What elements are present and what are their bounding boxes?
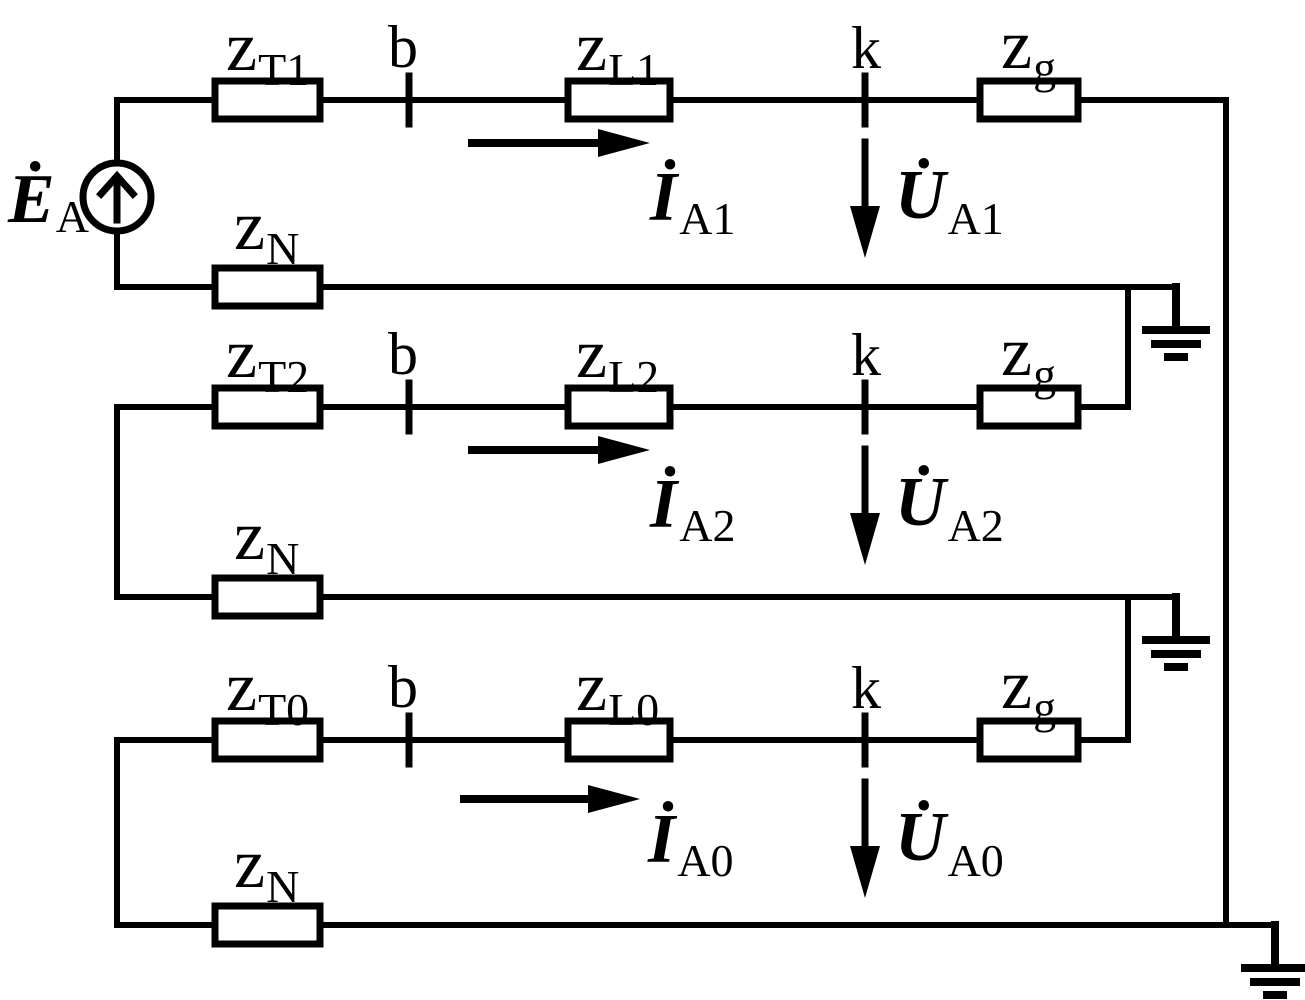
line-impedance-resistor <box>564 717 674 763</box>
fault-impedance-resistor <box>976 717 1082 763</box>
zero-sequence-network <box>114 712 1305 999</box>
fault-impedance-label: zg <box>1001 647 1056 733</box>
line-impedance-resistor <box>564 77 674 123</box>
fault-impedance-resistor <box>976 77 1082 123</box>
ground-icon <box>1142 593 1210 671</box>
transformer-impedance-resistor <box>211 77 324 123</box>
transformer-impedance-label: zT1 <box>226 9 309 95</box>
current-label: İA1 <box>649 159 735 244</box>
negative-sequence-network <box>114 379 1210 743</box>
source-arrow-icon <box>96 170 138 224</box>
voltage-label: U̇A0 <box>895 799 1004 886</box>
current-arrow-icon <box>468 436 650 464</box>
neutral-impedance-resistor <box>211 902 324 948</box>
line-impedance-label: zL0 <box>576 649 659 735</box>
transformer-impedance-resistor <box>211 717 324 763</box>
transformer-impedance-label: zT2 <box>226 316 309 402</box>
fault-impedance-label: zg <box>1001 7 1056 93</box>
transformer-impedance-resistor <box>211 384 324 430</box>
fault-impedance-resistor <box>976 384 1082 430</box>
neutral-impedance-label: zN <box>234 826 299 912</box>
voltage-arrow-icon <box>850 445 880 565</box>
neutral-impedance-label: zN <box>234 498 299 584</box>
current-label: İA2 <box>649 466 735 551</box>
voltage-arrow-icon <box>850 778 880 898</box>
voltage-label: U̇A2 <box>895 464 1004 551</box>
fault-node-label: k <box>851 322 881 388</box>
current-arrow-icon <box>468 129 650 157</box>
bus-node-label: b <box>388 321 418 387</box>
voltage-label: U̇A1 <box>895 157 1004 244</box>
ground-icon <box>1241 921 1305 999</box>
line-impedance-label: zL2 <box>576 316 659 402</box>
line-impedance-resistor <box>564 384 674 430</box>
line-impedance-label: zL1 <box>576 9 659 95</box>
bus-node-label: b <box>388 654 418 720</box>
ground-icon <box>1142 283 1210 361</box>
fault-node-label: k <box>851 655 881 721</box>
source-label: ĖA <box>7 161 89 242</box>
voltage-arrow-icon <box>850 138 880 258</box>
neutral-impedance-resistor <box>211 264 324 310</box>
neutral-impedance-resistor <box>211 574 324 620</box>
positive-sequence-network <box>79 72 1229 928</box>
neutral-impedance-label: zN <box>234 188 299 274</box>
bus-node-label: b <box>388 14 418 80</box>
fault-node-label: k <box>851 15 881 81</box>
fault-impedance-label: zg <box>1001 314 1056 400</box>
current-arrow-icon <box>460 785 640 813</box>
transformer-impedance-label: zT0 <box>226 649 309 735</box>
current-label: İA0 <box>647 801 733 886</box>
